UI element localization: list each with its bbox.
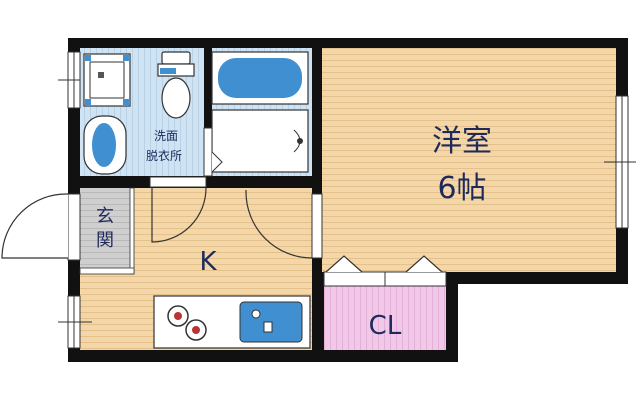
entrance-floor [80, 188, 130, 270]
closet-floor [324, 286, 446, 350]
room-door [245, 190, 323, 259]
shower-fixture [83, 53, 131, 107]
washroom-label-line1: 洗面 [154, 129, 178, 143]
entrance-step [79, 187, 135, 275]
wall-bath-room [312, 38, 322, 190]
washroom-door [149, 176, 207, 243]
western-room-label: 洋室 [432, 124, 492, 159]
wall-wash-bath [204, 48, 212, 178]
bathroom-door [203, 127, 223, 177]
toilet-fixture [157, 51, 195, 119]
western-room-size: 6帖 [437, 171, 486, 206]
wall-closet-right [446, 280, 458, 362]
closet-doors [323, 255, 447, 287]
entrance-door [1, 193, 81, 261]
washbasin-fixture [83, 115, 127, 175]
western-room-floor [322, 48, 616, 272]
washroom-label: 洗面 脱衣所 [146, 129, 182, 163]
closet-label: CL [369, 311, 402, 341]
washroom-label-line2: 脱衣所 [146, 148, 182, 163]
kitchen-label: K [199, 247, 217, 277]
bathtub-fixture [211, 51, 309, 173]
window-western-room [604, 95, 636, 229]
window-washroom [58, 51, 81, 109]
kitchen-floor-left [80, 274, 140, 350]
window-kitchen [58, 295, 92, 349]
entrance-label-line2: 関 [96, 230, 114, 251]
entrance-label-line1: 玄 [96, 206, 114, 227]
stove-fixture [167, 305, 207, 341]
